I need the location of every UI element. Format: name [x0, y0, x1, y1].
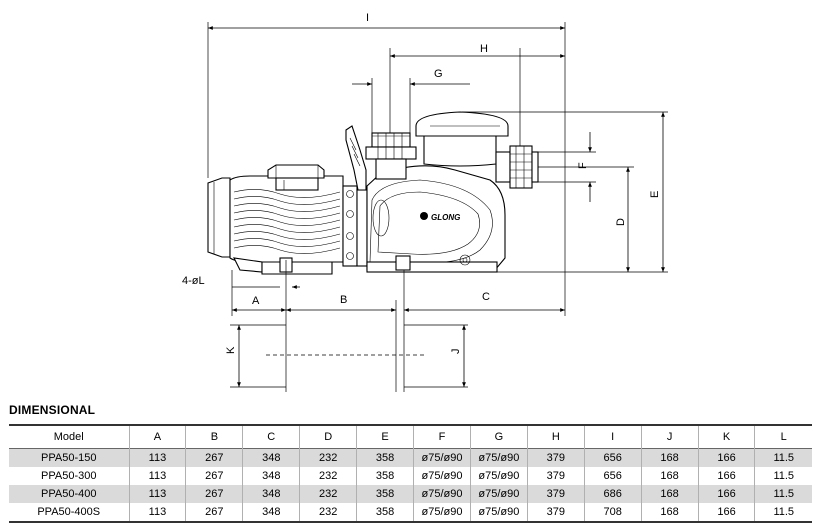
column-header: L — [754, 425, 812, 449]
dim-label-k: K — [225, 346, 237, 354]
brand-text: GLONG — [431, 213, 460, 222]
table-cell: 166 — [697, 467, 755, 485]
table-cell: 113 — [128, 467, 186, 485]
table-cell: 267 — [185, 485, 243, 503]
dim-label-a: A — [252, 295, 260, 307]
table-cell: 348 — [242, 503, 300, 522]
table-cell: PPA50-400S — [9, 503, 129, 522]
column-header: J — [640, 425, 699, 449]
table-header-row: Model A B C D E F G H I J K L — [9, 425, 812, 449]
table-cell: 348 — [242, 448, 300, 467]
table-cell: 348 — [242, 467, 300, 485]
table-cell: PPA50-400 — [9, 485, 129, 503]
table-cell: 379 — [526, 448, 585, 467]
table-cell: 708 — [583, 503, 642, 522]
table-cell: 232 — [299, 485, 357, 503]
column-header: H — [526, 425, 585, 449]
column-header: D — [299, 425, 357, 449]
table-cell: ø75/ø90 — [469, 503, 528, 522]
dim-label-b: B — [340, 294, 347, 306]
dim-label-i: I — [366, 12, 369, 24]
table-cell: 267 — [185, 467, 243, 485]
table-cell: 379 — [526, 485, 585, 503]
dimension-table: Model A B C D E F G H I J K L PPA50-150 … — [9, 424, 812, 523]
table-cell: 113 — [128, 485, 186, 503]
table-cell: 166 — [697, 485, 755, 503]
column-header: B — [185, 425, 243, 449]
table-row: PPA50-150 113 267 348 232 358 ø75/ø90 ø7… — [9, 448, 812, 467]
table-cell: 348 — [242, 485, 300, 503]
table-cell: 232 — [299, 503, 357, 522]
table-row: PPA50-400S 113 267 348 232 358 ø75/ø90 ø… — [9, 503, 812, 522]
table-cell: 11.5 — [754, 448, 812, 467]
dim-label-g: G — [434, 68, 443, 80]
pump-illustration: GLONG — [207, 111, 539, 275]
motor-fins-icon — [233, 189, 341, 254]
table-cell: 267 — [185, 448, 243, 467]
table-cell: 11.5 — [754, 467, 812, 485]
column-header: Model — [53, 431, 84, 443]
table-cell: 656 — [583, 467, 642, 485]
table-row: PPA50-400 113 267 348 232 358 ø75/ø90 ø7… — [9, 485, 812, 503]
dim-label-h: H — [480, 43, 488, 55]
dim-label-d: D — [615, 218, 627, 226]
table-cell: ø75/ø90 — [469, 485, 528, 503]
section-title: DIMENSIONAL — [9, 403, 96, 417]
mount-hole-label: 4-øL — [182, 275, 205, 287]
table-cell: 11.5 — [754, 485, 812, 503]
table-cell: 113 — [128, 448, 186, 467]
table-cell: 358 — [356, 485, 414, 503]
table-cell: ø75/ø90 — [413, 485, 471, 503]
table-cell: 166 — [697, 503, 755, 522]
pump-dimension-drawing: GLONG I H G — [182, 12, 668, 392]
table-cell: ø75/ø90 — [413, 503, 471, 522]
table-cell: 358 — [356, 467, 414, 485]
dimension-lines: I H G F D E 4-øL — [182, 12, 668, 392]
column-header: F — [413, 425, 471, 449]
table-cell: PPA50-150 — [9, 448, 129, 467]
table-cell: 358 — [356, 448, 414, 467]
dim-label-j: J — [450, 349, 462, 355]
table-cell: 166 — [697, 448, 755, 467]
table-cell: 656 — [583, 448, 642, 467]
table-cell: 686 — [583, 485, 642, 503]
table-cell: 232 — [299, 448, 357, 467]
column-header: I — [583, 425, 642, 449]
table-cell: 168 — [640, 448, 699, 467]
table-cell: 232 — [299, 467, 357, 485]
table-cell: 168 — [640, 467, 699, 485]
table-cell: ø75/ø90 — [469, 448, 528, 467]
dim-label-c: C — [482, 291, 490, 303]
column-header: C — [242, 425, 300, 449]
table-cell: 379 — [526, 467, 585, 485]
table-cell: ø75/ø90 — [413, 467, 471, 485]
table-cell: 168 — [640, 485, 699, 503]
column-header: K — [697, 425, 755, 449]
table-cell: 379 — [526, 503, 585, 522]
dim-label-f: F — [577, 162, 589, 169]
column-header: A — [128, 425, 186, 449]
table-cell: ø75/ø90 — [469, 467, 528, 485]
brand-logo: GLONG — [420, 212, 460, 222]
dim-label-e: E — [649, 191, 661, 198]
table-cell: PPA50-300 — [9, 467, 129, 485]
table-cell: 168 — [640, 503, 699, 522]
table-row: PPA50-300 113 267 348 232 358 ø75/ø90 ø7… — [9, 467, 812, 485]
column-header: G — [469, 425, 528, 449]
table-cell: 358 — [356, 503, 414, 522]
table-cell: 11.5 — [754, 503, 812, 522]
table-cell: 113 — [128, 503, 186, 522]
column-header: E — [356, 425, 414, 449]
table-cell: 267 — [185, 503, 243, 522]
table-cell: ø75/ø90 — [413, 448, 471, 467]
